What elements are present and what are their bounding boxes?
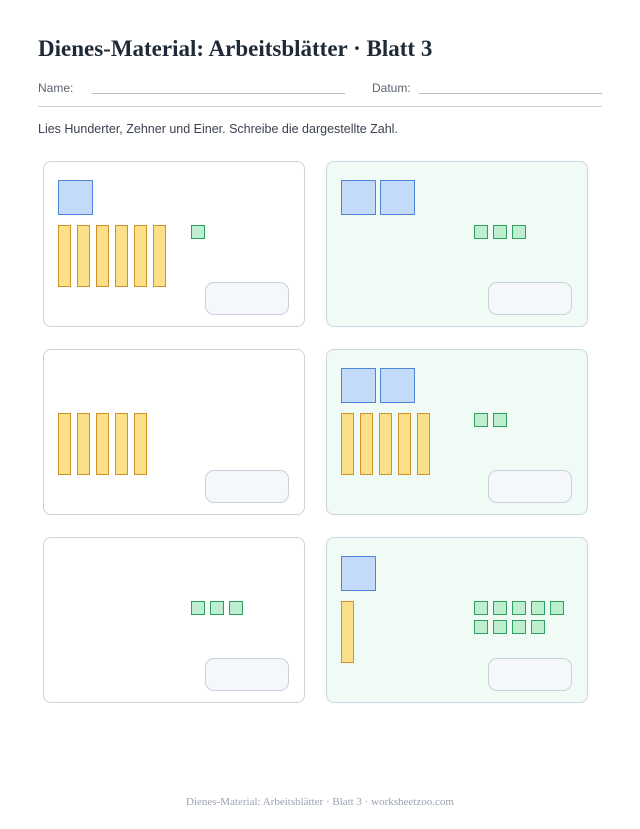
ten-rod — [360, 413, 373, 475]
one-cube — [210, 601, 224, 615]
one-cube — [229, 601, 243, 615]
one-cube — [531, 620, 545, 634]
one-cube — [493, 620, 507, 634]
ten-rod — [153, 225, 166, 287]
footer-text: Dienes-Material: Arbeitsblätter · Blatt … — [186, 796, 454, 808]
ten-rod — [417, 413, 430, 475]
answer-box-5[interactable] — [205, 658, 289, 691]
date-field-line[interactable] — [419, 93, 602, 94]
one-cube — [493, 601, 507, 615]
answer-box-4[interactable] — [488, 470, 572, 503]
one-cube — [474, 601, 488, 615]
ten-rod — [58, 225, 71, 287]
instruction-text: Lies Hunderter, Zehner und Einer. Schrei… — [38, 122, 398, 136]
ten-rod — [77, 225, 90, 287]
one-cube — [531, 601, 545, 615]
ten-rod — [58, 413, 71, 475]
one-cube — [493, 413, 507, 427]
ten-rod — [115, 225, 128, 287]
date-label: Datum: — [372, 81, 411, 95]
answer-box-1[interactable] — [205, 282, 289, 315]
ten-rod — [134, 413, 147, 475]
header-divider — [38, 106, 602, 107]
exercise-card-2 — [326, 161, 588, 327]
ten-rod — [379, 413, 392, 475]
one-cube — [493, 225, 507, 239]
answer-box-3[interactable] — [205, 470, 289, 503]
name-label: Name: — [38, 81, 74, 95]
hundred-block — [341, 368, 376, 403]
exercise-card-5 — [43, 537, 305, 703]
hundred-block — [380, 368, 415, 403]
name-field-line[interactable] — [92, 93, 345, 94]
exercise-card-1 — [43, 161, 305, 327]
ten-rod — [341, 601, 354, 663]
ten-rod — [96, 225, 109, 287]
exercise-card-4 — [326, 349, 588, 515]
answer-box-2[interactable] — [488, 282, 572, 315]
exercise-card-6 — [326, 537, 588, 703]
hundred-block — [341, 556, 376, 591]
hundred-block — [380, 180, 415, 215]
ten-rod — [341, 413, 354, 475]
one-cube — [474, 225, 488, 239]
one-cube — [512, 601, 526, 615]
ten-rod — [77, 413, 90, 475]
one-cube — [474, 413, 488, 427]
one-cube — [512, 620, 526, 634]
exercise-card-3 — [43, 349, 305, 515]
one-cube — [550, 601, 564, 615]
one-cube — [191, 225, 205, 239]
hundred-block — [341, 180, 376, 215]
one-cube — [191, 601, 205, 615]
ten-rod — [96, 413, 109, 475]
one-cube — [512, 225, 526, 239]
ten-rod — [398, 413, 411, 475]
worksheet-title: Dienes-Material: Arbeitsblätter · Blatt … — [38, 36, 433, 61]
answer-box-6[interactable] — [488, 658, 572, 691]
ten-rod — [115, 413, 128, 475]
one-cube — [474, 620, 488, 634]
ten-rod — [134, 225, 147, 287]
hundred-block — [58, 180, 93, 215]
